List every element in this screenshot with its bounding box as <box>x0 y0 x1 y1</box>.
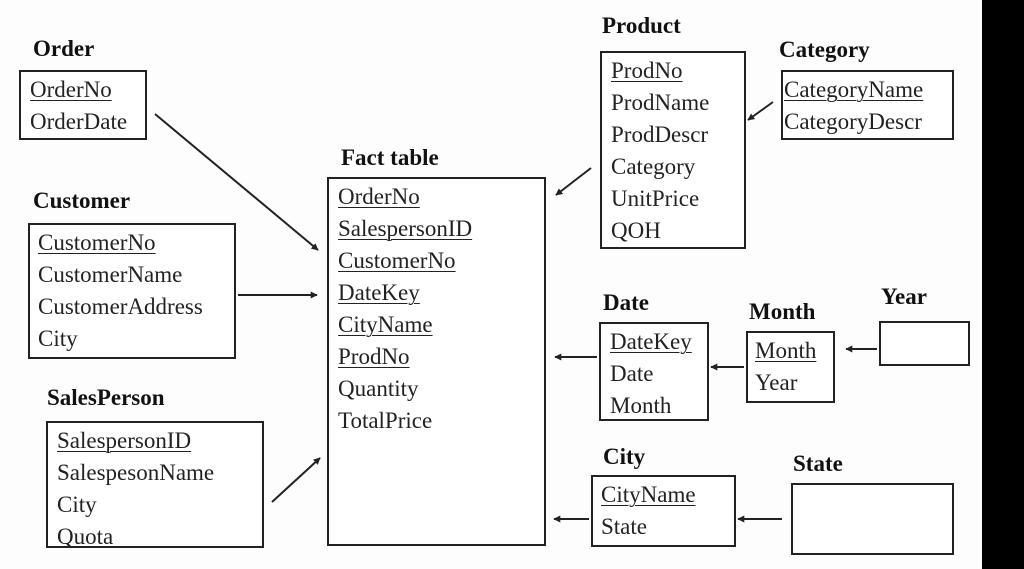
salesperson-field-salespersonid: SalespersonID <box>57 428 192 453</box>
product-title: Product <box>602 13 681 38</box>
product-field-unitprice: UnitPrice <box>611 186 700 211</box>
fact-table-title: Fact table <box>341 145 439 170</box>
customer-field-city: City <box>38 326 78 351</box>
order-field-orderno: OrderNo <box>30 77 112 102</box>
city-title: City <box>603 444 646 469</box>
month-title: Month <box>749 299 816 324</box>
product-to-fact-arrow <box>555 167 592 196</box>
year-title: Year <box>881 284 927 309</box>
month-field-year: Year <box>755 370 798 395</box>
fact-field-quantity: Quantity <box>338 376 419 401</box>
customer-field-customerno: CustomerNo <box>38 230 156 255</box>
category-field-categoryname: CategoryName <box>784 77 924 102</box>
customer-title: Customer <box>33 188 131 213</box>
right-edge-bar <box>982 0 1024 569</box>
fact-field-cityname: CityName <box>338 312 433 337</box>
fact-field-orderno: OrderNo <box>338 184 420 209</box>
state-entity <box>791 483 954 555</box>
salesperson-to-fact-arrow <box>271 457 321 503</box>
salesperson-field-city: City <box>57 492 97 517</box>
customer-field-customeraddress: CustomerAddress <box>38 294 203 319</box>
state-title: State <box>793 451 843 476</box>
product-field-category: Category <box>611 154 696 179</box>
product-field-prodname: ProdName <box>611 90 710 115</box>
fact-field-totalprice: TotalPrice <box>338 408 433 433</box>
order-title: Order <box>33 36 95 61</box>
date-field-month: Month <box>610 393 672 418</box>
month-field-month: Month <box>755 338 817 363</box>
fact-field-customerno: CustomerNo <box>338 248 456 273</box>
date-field-datekey: DateKey <box>610 329 692 354</box>
salesperson-field-salespesonname: SalespesonName <box>57 460 215 485</box>
customer-field-customername: CustomerName <box>38 262 183 287</box>
product-field-proddescr: ProdDescr <box>611 122 709 147</box>
fact-field-datekey: DateKey <box>338 280 420 305</box>
date-field-date: Date <box>610 361 654 386</box>
category-field-categorydescr: CategoryDescr <box>784 109 922 134</box>
fact-field-salespersonid: SalespersonID <box>338 216 473 241</box>
order-field-orderdate: OrderDate <box>30 109 128 134</box>
year-entity <box>879 321 970 366</box>
date-title: Date <box>603 290 649 315</box>
product-field-qoh: QOH <box>611 218 661 243</box>
city-field-state: State <box>601 514 647 539</box>
product-field-prodno: ProdNo <box>611 58 683 83</box>
fact-field-prodno: ProdNo <box>338 344 410 369</box>
salesperson-field-quota: Quota <box>57 524 114 549</box>
salesperson-title: SalesPerson <box>47 385 165 410</box>
city-field-cityname: CityName <box>601 482 696 507</box>
category-to-product-arrow <box>747 101 774 121</box>
category-title: Category <box>779 37 870 62</box>
